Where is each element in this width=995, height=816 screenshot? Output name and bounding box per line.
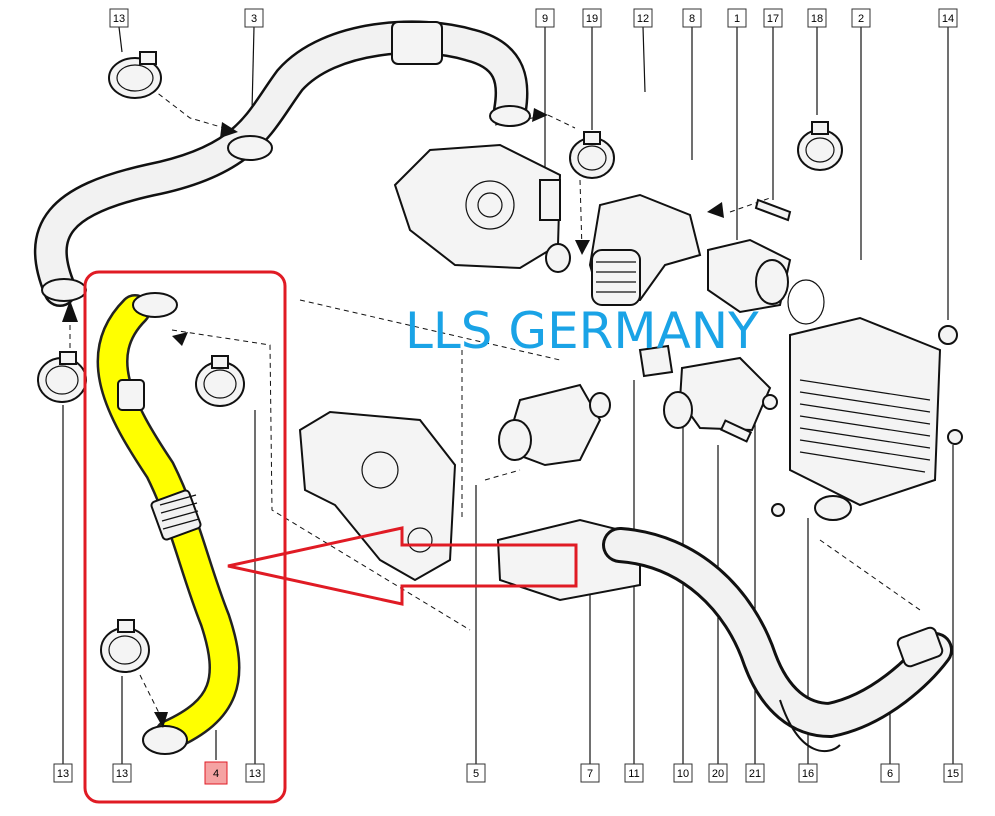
svg-text:12: 12: [637, 13, 649, 25]
svg-text:8: 8: [689, 13, 695, 25]
callout-label: 9: [535, 8, 555, 28]
svg-text:13: 13: [57, 768, 69, 780]
svg-text:16: 16: [802, 768, 814, 780]
callout-label: 2: [851, 8, 871, 28]
svg-text:10: 10: [677, 768, 689, 780]
watermark: LLS GERMANY: [405, 302, 759, 360]
callout-label: 13: [245, 763, 265, 783]
svg-text:5: 5: [473, 768, 479, 780]
svg-text:15: 15: [947, 768, 959, 780]
callout-label: 7: [580, 763, 600, 783]
callout-label: 19: [582, 8, 602, 28]
clamp-icon: [108, 51, 162, 99]
callout-label: 20: [708, 763, 728, 783]
callout-label: 13: [112, 763, 132, 783]
svg-text:20: 20: [712, 768, 724, 780]
clamp-icon: [797, 121, 843, 171]
egr-valve: [498, 383, 611, 467]
svg-text:18: 18: [811, 13, 823, 25]
callout-label: 15: [943, 763, 963, 783]
flowmeter: [707, 198, 825, 325]
callout-label: 1: [727, 8, 747, 28]
callouts-bottom: 13 13 4 13 5 7 11 10: [53, 761, 963, 785]
arrows: [62, 108, 724, 728]
svg-text:13: 13: [116, 768, 128, 780]
callout-label: 11: [624, 763, 644, 783]
selection-frame: [83, 270, 287, 804]
svg-text:3: 3: [251, 13, 257, 25]
svg-text:19: 19: [586, 13, 598, 25]
svg-text:7: 7: [587, 768, 593, 780]
callout-label: 21: [745, 763, 765, 783]
thermostat-housing: [638, 344, 778, 443]
callout-label: 3: [244, 8, 264, 28]
intercooler-fins: [799, 379, 931, 473]
pointer-arrow: [227, 526, 578, 606]
callout-label-highlighted: 4: [204, 761, 228, 785]
clamp-icon: [195, 355, 245, 407]
callouts-top: 13 3 9 19 12 8 1 17: [109, 8, 958, 28]
hose-6: [602, 527, 953, 753]
callout-label: 18: [807, 8, 827, 28]
clamp-icon: [37, 351, 87, 403]
svg-text:17: 17: [767, 13, 779, 25]
callout-label: 16: [798, 763, 818, 783]
callout-label: 17: [763, 8, 783, 28]
svg-text:13: 13: [249, 768, 261, 780]
callout-label: 13: [53, 763, 73, 783]
svg-text:13: 13: [113, 13, 125, 25]
callout-label: 5: [466, 763, 486, 783]
callout-label: 10: [673, 763, 693, 783]
callout-label: 12: [633, 8, 653, 28]
callout-label: 6: [880, 763, 900, 783]
svg-text:14: 14: [942, 13, 954, 25]
air-duct: [588, 193, 702, 306]
clamp-icon: [100, 619, 150, 673]
callout-label: 8: [682, 8, 702, 28]
svg-text:1: 1: [734, 13, 740, 25]
hose-4-highlighted: [96, 292, 241, 755]
svg-text:9: 9: [542, 13, 548, 25]
callout-label: 13: [109, 8, 129, 28]
hose-3: [33, 20, 531, 307]
clamp-icon: [569, 131, 615, 179]
callout-label: 14: [938, 8, 958, 28]
engine-manifold: [298, 410, 457, 582]
svg-text:21: 21: [749, 768, 761, 780]
svg-text:2: 2: [858, 13, 864, 25]
svg-text:4: 4: [213, 768, 219, 780]
throttle-body: [393, 143, 571, 273]
intercooler: [771, 316, 963, 521]
svg-text:11: 11: [628, 768, 639, 780]
svg-text:6: 6: [887, 768, 893, 780]
